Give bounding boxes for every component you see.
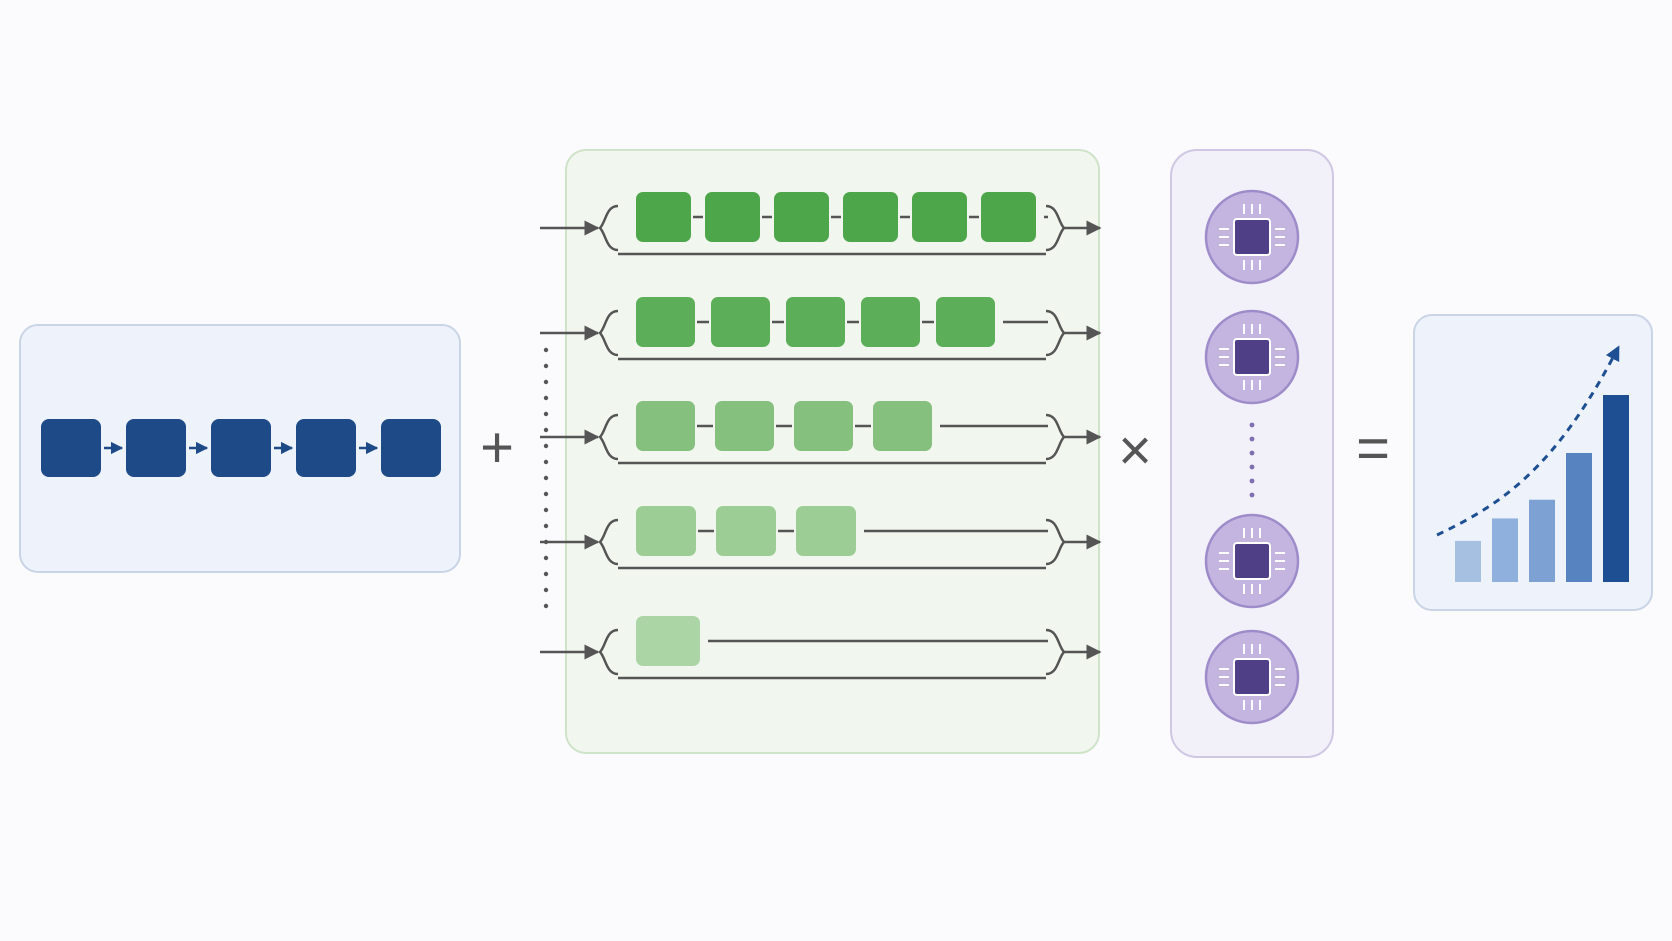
lane-block [705, 192, 760, 242]
sequence-block [126, 419, 186, 477]
lane-block [796, 506, 856, 556]
lane-ellipsis-dot [543, 603, 549, 609]
processor-chip-icon [1204, 309, 1300, 405]
result-bar [1566, 452, 1592, 582]
lane-block [843, 192, 898, 242]
lane-block [774, 192, 829, 242]
chip-core [1233, 542, 1271, 580]
lane-ellipsis-dot [543, 459, 549, 465]
lane-left-brace [598, 204, 619, 252]
lane [540, 192, 1102, 256]
lane [540, 297, 1102, 361]
times-operator: × [1118, 418, 1152, 483]
result-bar [1603, 395, 1629, 582]
equals-operator: = [1356, 416, 1390, 481]
lane-left-brace [598, 518, 619, 566]
lane-block [873, 401, 932, 451]
lane-ellipsis-dot [543, 475, 549, 481]
sequence-block [41, 419, 101, 477]
sequence-block [296, 419, 356, 477]
lane-ellipsis-dot [543, 363, 549, 369]
sequence-block [381, 419, 441, 477]
lanes-ellipsis-dots [543, 347, 549, 609]
lane-ellipsis-dot [543, 587, 549, 593]
lane-block [716, 506, 776, 556]
lane-block [711, 297, 770, 347]
lane-block [636, 192, 691, 242]
lane-block [636, 506, 696, 556]
chip-ellipsis-dot [1249, 436, 1255, 442]
lane-ellipsis-dot [543, 571, 549, 577]
lane-block [936, 297, 995, 347]
lane-block [912, 192, 967, 242]
lane-ellipsis-dot [543, 507, 549, 513]
chip-ellipsis-dot [1249, 450, 1255, 456]
growth-trend-arrow [1436, 345, 1620, 537]
lane-block [981, 192, 1036, 242]
lane-block [636, 297, 695, 347]
lane-ellipsis-dot [543, 411, 549, 417]
lane-ellipsis-dot [543, 347, 549, 353]
processor-chip-icon [1204, 513, 1300, 609]
lane [540, 616, 1102, 680]
lane-ellipsis-dot [543, 395, 549, 401]
lane-block [636, 616, 700, 666]
plus-operator: + [480, 415, 514, 480]
lane-block [786, 297, 845, 347]
lane-ellipsis-dot [543, 427, 549, 433]
lane-left-brace [598, 413, 619, 461]
chip-core [1233, 218, 1271, 256]
result-bar [1529, 499, 1555, 582]
lane-left-brace [598, 628, 619, 676]
processor-chips [1204, 189, 1300, 725]
chip-core [1233, 338, 1271, 376]
processor-chip-icon [1204, 629, 1300, 725]
result-bars [1436, 345, 1629, 582]
result-panel [1413, 314, 1653, 611]
lane-block [636, 401, 695, 451]
lane-ellipsis-dot [543, 491, 549, 497]
result-bar [1492, 518, 1518, 582]
result-bar [1455, 540, 1481, 582]
lane [540, 506, 1102, 570]
lane-ellipsis-dot [543, 555, 549, 561]
lane-ellipsis-dot [543, 523, 549, 529]
lane-block [715, 401, 774, 451]
sequence-block [211, 419, 271, 477]
lane-block [794, 401, 853, 451]
lane [540, 401, 1102, 465]
chips-ellipsis-dots [1249, 422, 1255, 498]
chip-ellipsis-dot [1249, 478, 1255, 484]
lane-left-brace [598, 309, 619, 357]
sequence-blocks [41, 419, 441, 477]
lane-ellipsis-dot [543, 539, 549, 545]
processor-chip-icon [1204, 189, 1300, 285]
lane-ellipsis-dot [543, 443, 549, 449]
chip-ellipsis-dot [1249, 492, 1255, 498]
chip-ellipsis-dot [1249, 422, 1255, 428]
lane-ellipsis-dot [543, 379, 549, 385]
chip-core [1233, 658, 1271, 696]
chip-ellipsis-dot [1249, 464, 1255, 470]
parallel-lanes [540, 192, 1102, 680]
lane-block [861, 297, 920, 347]
